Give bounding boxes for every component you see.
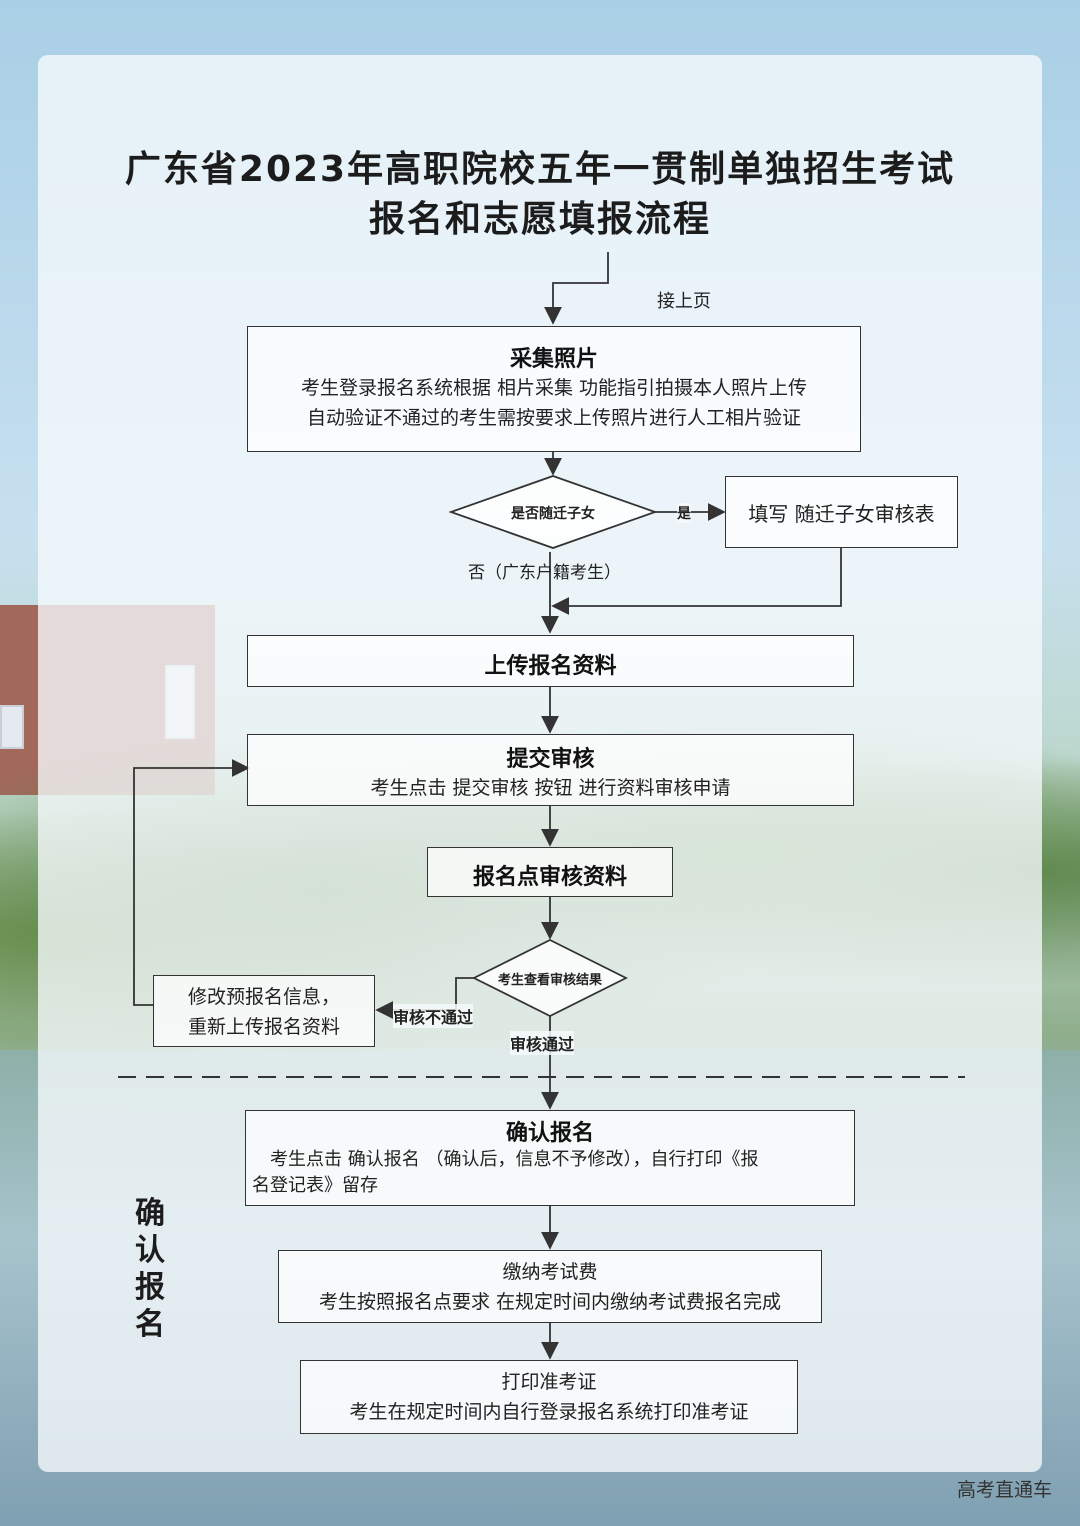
- step-photo-heading: 采集照片: [509, 347, 598, 372]
- decision1-yes-label: 是: [677, 503, 691, 523]
- step-modify-line2: 重新上传报名资料: [187, 1016, 340, 1038]
- step-fill-form: 填写 随迁子女审核表: [725, 476, 958, 548]
- decision2-label: 考生查看审核结果: [497, 973, 602, 988]
- decision1-no-label: 否（广东户籍考生）: [468, 563, 621, 583]
- side-label-char: 报: [135, 1270, 165, 1305]
- step-submit-line1: 考生点击 提交审核 按钮 进行资料审核申请: [370, 777, 731, 799]
- decision2-pass-label: 审核通过: [510, 1031, 575, 1055]
- step-upload-heading: 上传报名资料: [484, 654, 617, 679]
- step-submit-heading: 提交审核: [506, 747, 595, 772]
- page-title-line1: 广东省2023年高职院校五年一贯制单独招生考试: [124, 149, 956, 190]
- step-confirm-line2: 名登记表》留存: [252, 1175, 378, 1196]
- side-label: 确 认 报 名: [130, 1195, 170, 1343]
- step-confirm-line1: 考生点击 确认报名 （确认后，信息不予修改），自行打印《报: [270, 1149, 759, 1170]
- side-label-char: 确: [135, 1196, 165, 1231]
- step-print-heading: 打印准考证: [501, 1371, 597, 1393]
- watermark: 高考直通车: [956, 1479, 1052, 1501]
- decision1-label: 是否随迁子女: [511, 506, 595, 522]
- step-modify: 修改预报名信息， 重新上传报名资料: [153, 975, 375, 1047]
- step-review: 报名点审核资料: [427, 847, 673, 897]
- step-pay: 缴纳考试费 考生按照报名点要求 在规定时间内缴纳考试费报名完成: [278, 1250, 822, 1323]
- decision-diamond-1: [448, 475, 658, 549]
- step-print-line1: 考生在规定时间内自行登录报名系统打印准考证: [349, 1401, 749, 1423]
- side-label-char: 名: [135, 1307, 165, 1342]
- step-modify-line1: 修改预报名信息，: [187, 986, 340, 1008]
- step-confirm: 确认报名 考生点击 确认报名 （确认后，信息不予修改），自行打印《报 名登记表》…: [245, 1110, 855, 1206]
- step-print: 打印准考证 考生在规定时间内自行登录报名系统打印准考证: [300, 1360, 798, 1434]
- step-photo-line1: 考生登录报名系统根据 相片采集 功能指引拍摄本人照片上传: [300, 377, 808, 399]
- page-title-line2: 报名和志愿填报流程: [368, 199, 711, 240]
- decision2-fail-label: 审核不通过: [393, 1004, 474, 1028]
- continue-label: 接上页: [657, 291, 711, 312]
- step-upload: 上传报名资料: [247, 635, 854, 687]
- step-pay-heading: 缴纳考试费: [502, 1261, 598, 1283]
- step-pay-line1: 考生按照报名点要求 在规定时间内缴纳考试费报名完成: [318, 1291, 782, 1313]
- step-submit: 提交审核 考生点击 提交审核 按钮 进行资料审核申请: [247, 734, 854, 806]
- decision-diamond-2: [471, 938, 629, 1018]
- step-review-heading: 报名点审核资料: [472, 865, 627, 890]
- step-fill-form-text: 填写 随迁子女审核表: [748, 502, 935, 526]
- step-photo: 采集照片 考生登录报名系统根据 相片采集 功能指引拍摄本人照片上传 自动验证不通…: [247, 326, 861, 452]
- step-photo-line2: 自动验证不通过的考生需按要求上传照片进行人工相片验证: [306, 407, 801, 429]
- step-confirm-heading: 确认报名: [505, 1121, 594, 1146]
- side-label-char: 认: [135, 1233, 165, 1268]
